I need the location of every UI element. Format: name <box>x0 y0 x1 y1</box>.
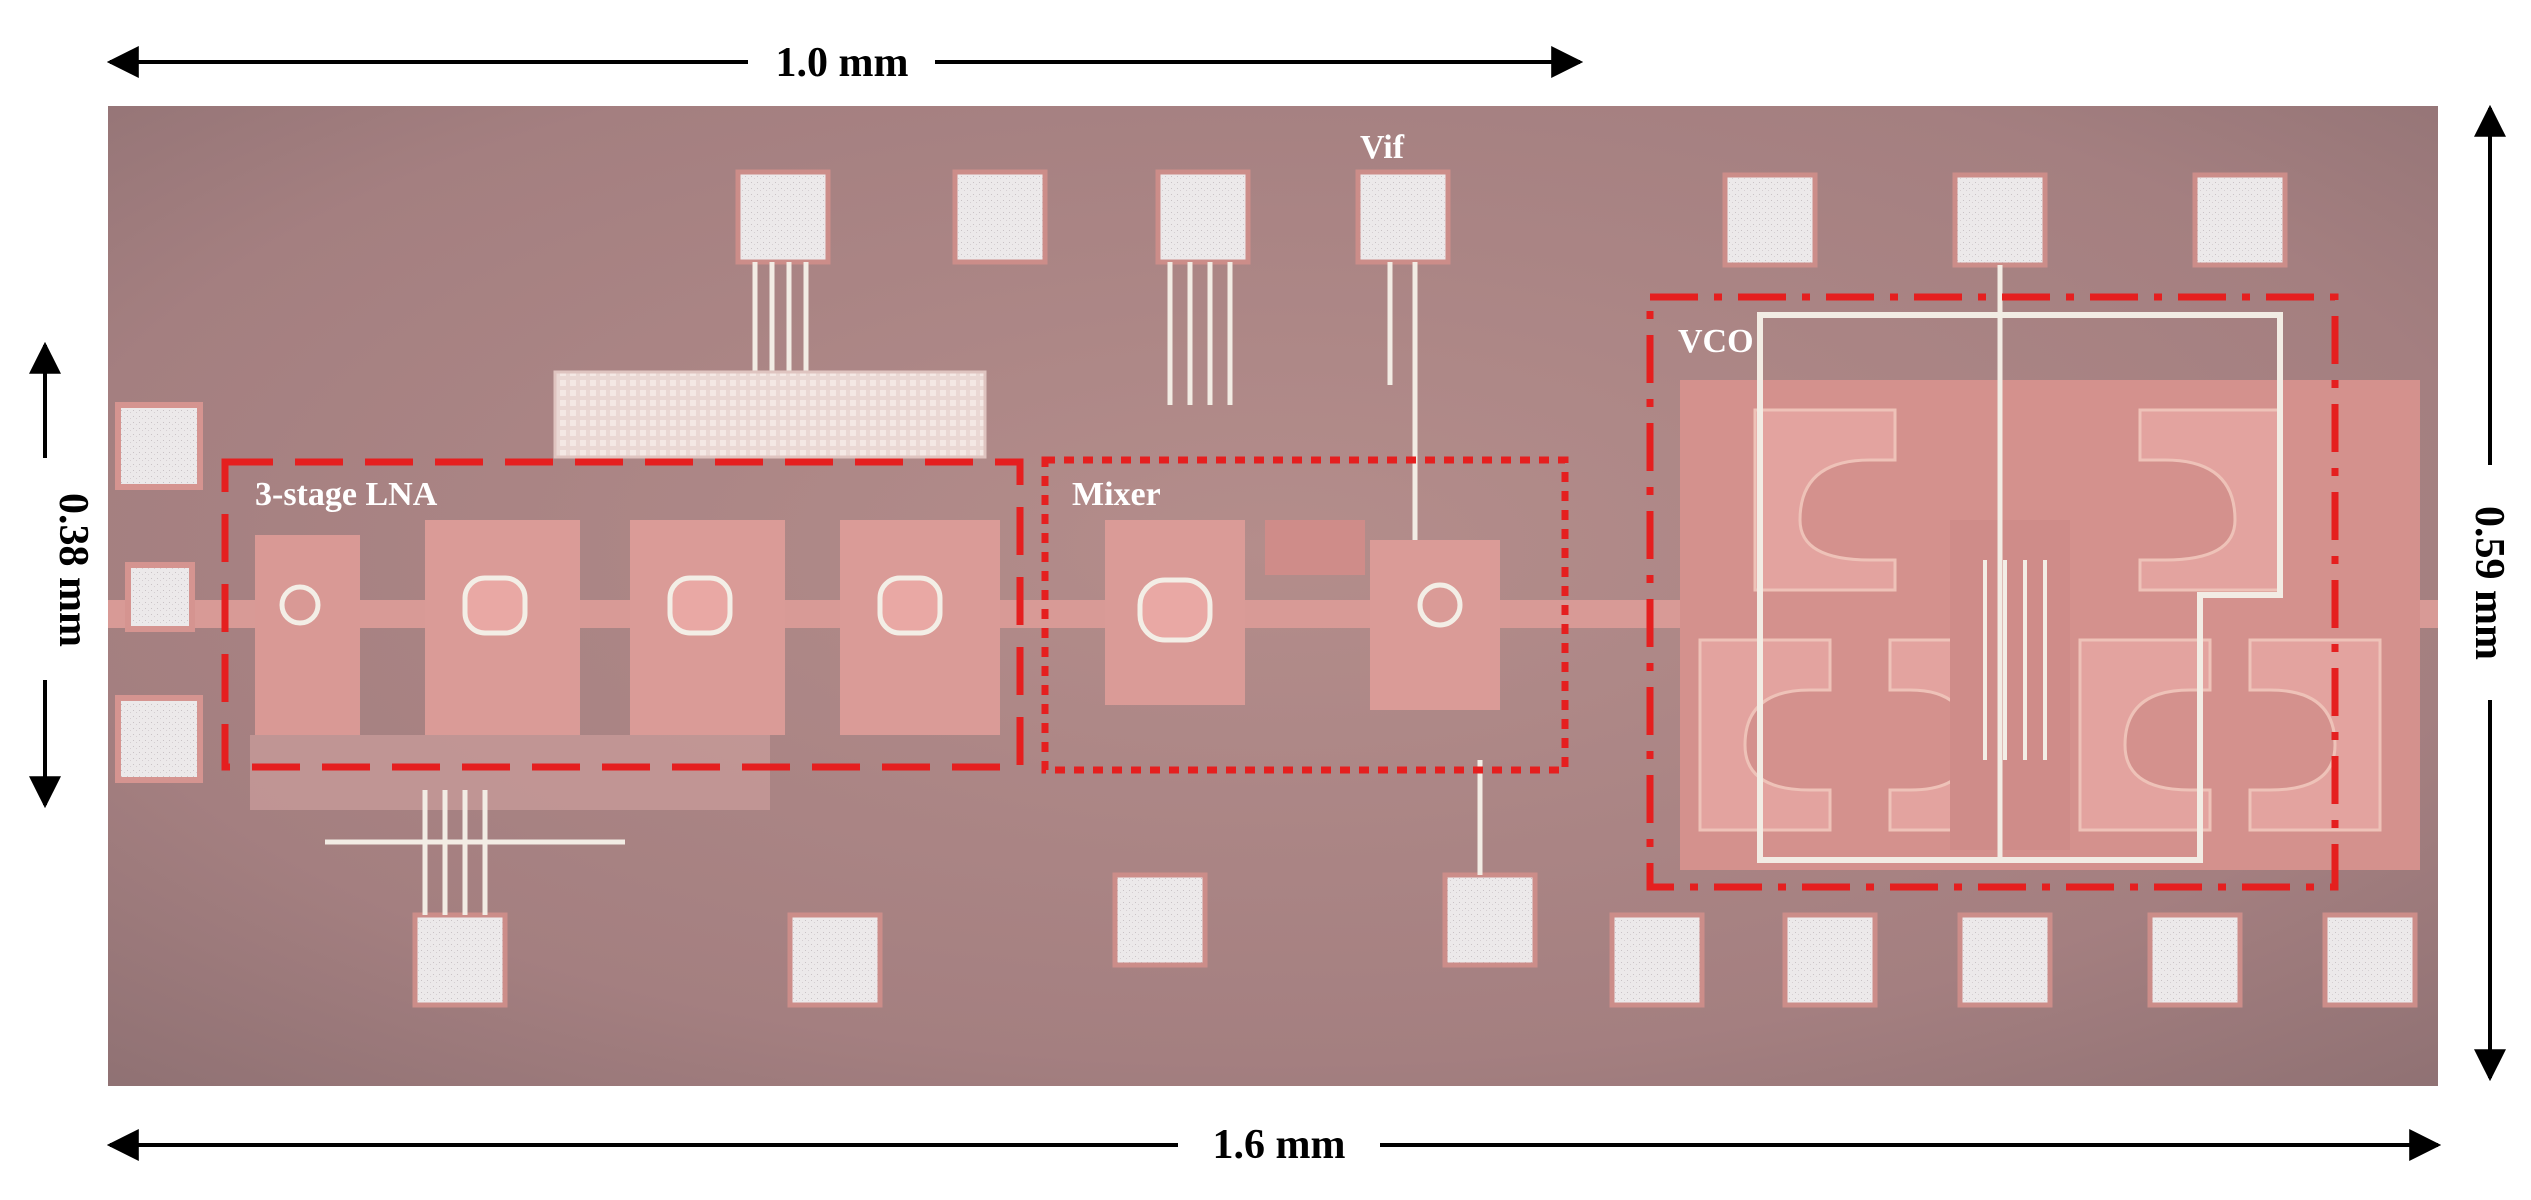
right-dimension: 0.59 mm <box>2466 104 2512 1082</box>
left-io-pads <box>115 402 203 783</box>
mixer-highlight-box <box>1041 456 1569 774</box>
lna-bias-feed <box>325 790 625 915</box>
top-dimension: 1.0 mm <box>106 40 1584 86</box>
pad-traces <box>752 262 2003 875</box>
left-dimension: 0.38 mm <box>29 341 96 809</box>
mixer-circuit <box>1105 520 1500 710</box>
lna-label: 3-stage LNA <box>255 476 438 513</box>
left-dimension-label: 0.38 mm <box>50 493 96 647</box>
bottom-dimension: 1.6 mm <box>106 1122 2442 1168</box>
vco-circuit <box>1680 300 2420 870</box>
top-bond-pads <box>735 169 2288 268</box>
mixer-label: Mixer <box>1072 476 1161 513</box>
bottom-dimension-label: 1.6 mm <box>1213 1122 1346 1168</box>
bottom-bond-pads <box>412 872 2418 1008</box>
vco-label: VCO <box>1678 323 1754 360</box>
bias-grid-block <box>553 370 987 459</box>
right-dimension-label: 0.59 mm <box>2466 506 2512 660</box>
lna-circuit <box>250 520 1000 810</box>
top-dimension-label: 1.0 mm <box>776 40 909 86</box>
vif-pad-label: Vif <box>1360 129 1405 166</box>
lna-highlight-box <box>221 458 1024 771</box>
vco-highlight-box <box>1646 293 2339 891</box>
